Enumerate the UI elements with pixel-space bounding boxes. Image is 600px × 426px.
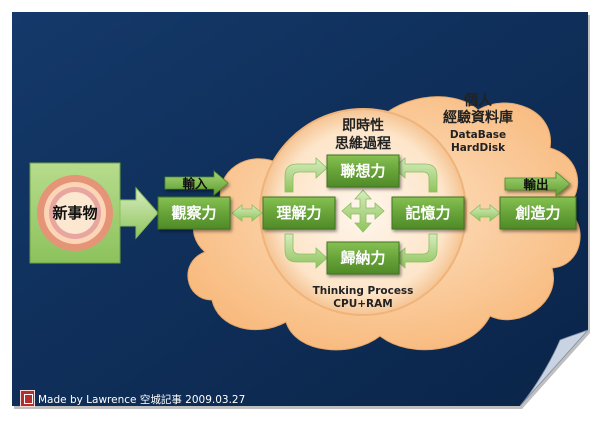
node-new-thing: 新事物 bbox=[52, 204, 97, 222]
output-label-arrow bbox=[504, 171, 571, 197]
harddisk-label: HardDisk bbox=[451, 142, 506, 154]
experience-title-line1: 個人 bbox=[463, 92, 493, 109]
node-induction: 歸納力 bbox=[340, 249, 385, 267]
input-label-arrow bbox=[164, 170, 229, 196]
box-memory bbox=[391, 196, 465, 230]
box-creativity bbox=[499, 196, 577, 230]
box-understanding bbox=[262, 196, 336, 230]
box-association bbox=[326, 154, 400, 188]
node-understanding: 理解力 bbox=[276, 204, 321, 222]
corner-arrow-top-left bbox=[284, 157, 328, 193]
box-induction bbox=[326, 241, 400, 275]
database-label: DataBase bbox=[450, 129, 506, 141]
node-creativity: 創造力 bbox=[514, 204, 560, 222]
corner-arrow-top-right bbox=[393, 157, 438, 193]
four-way-arrow bbox=[341, 189, 385, 233]
node-observation: 觀察力 bbox=[171, 204, 216, 222]
input-panel bbox=[29, 162, 121, 264]
stamp-logo-icon bbox=[20, 390, 35, 407]
realtime-title-line1: 即時性 bbox=[342, 117, 384, 134]
box-observation bbox=[157, 196, 231, 230]
input-big-arrow bbox=[119, 186, 159, 240]
page-curl bbox=[519, 329, 589, 407]
thinking-process-label: Thinking Process bbox=[313, 285, 414, 297]
experience-title-line2: 經驗資料庫 bbox=[443, 109, 513, 126]
input-label: 輸入 bbox=[182, 176, 208, 191]
node-association: 聯想力 bbox=[340, 162, 385, 180]
node-memory: 記憶力 bbox=[405, 204, 450, 222]
corner-arrow-bottom-right bbox=[393, 233, 438, 269]
double-arrow-observation-understanding bbox=[231, 204, 263, 222]
cpu-ram-label: CPU+RAM bbox=[333, 298, 392, 310]
signature: Made by Lawrence 空城記事 2009.03.27 bbox=[38, 394, 246, 406]
realtime-title-line2: 思維過程 bbox=[335, 135, 391, 152]
corner-arrow-bottom-left bbox=[284, 233, 328, 269]
output-label: 輸出 bbox=[523, 177, 548, 192]
